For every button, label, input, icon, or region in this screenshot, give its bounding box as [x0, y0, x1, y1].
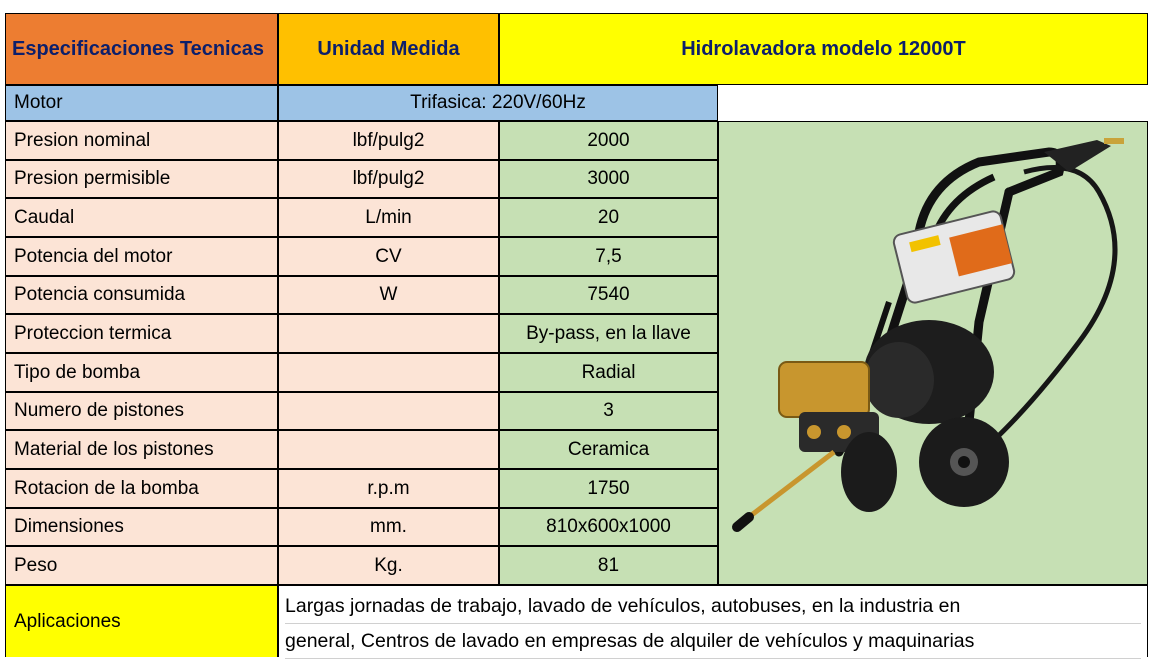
row-value-cell[interactable]: 20	[499, 198, 718, 237]
row-unit-cell-text: mm.	[370, 516, 407, 537]
row-unit-cell[interactable]: lbf/pulg2	[278, 160, 499, 198]
row-value-cell-text: 7540	[587, 284, 630, 305]
row-unit-cell-text: lbf/pulg2	[352, 129, 425, 151]
row-label-cell-text: Tipo de bomba	[14, 361, 141, 383]
row-unit-cell[interactable]	[278, 353, 499, 392]
row-value-cell-text: Ceramica	[567, 438, 650, 460]
row-value-cell-text: 81	[597, 554, 620, 576]
header-model-label: Hidrolavadora modelo 12000T	[681, 37, 966, 60]
row-unit-cell[interactable]	[278, 430, 499, 469]
row-value-cell[interactable]: Ceramica	[499, 430, 718, 469]
row-value-cell[interactable]: 3000	[499, 160, 718, 198]
row-label-cell[interactable]: Caudal	[5, 198, 278, 237]
row-label-cell-text: Potencia consumida	[14, 284, 186, 305]
row-value-cell-text: 1750	[587, 477, 630, 499]
row-value-cell-text: Radial	[581, 361, 636, 383]
row-value-cell[interactable]: 2000	[499, 121, 718, 160]
product-image-cell[interactable]	[718, 121, 1148, 585]
motor-value: Trifasica: 220V/60Hz	[410, 92, 586, 113]
header-spec-label: Especificaciones Tecnicas	[12, 38, 264, 60]
row-label-cell-text: Numero de pistones	[14, 400, 185, 421]
motor-value-cell[interactable]: Trifasica: 220V/60Hz	[278, 85, 718, 121]
applications-line-1: Largas jornadas de trabajo, lavado de ve…	[285, 589, 1141, 624]
row-value-cell-text: 810x600x1000	[546, 516, 671, 537]
row-label-cell[interactable]: Presion nominal	[5, 121, 278, 160]
row-value-cell[interactable]: 1750	[499, 469, 718, 508]
row-label-cell[interactable]: Potencia consumida	[5, 276, 278, 314]
row-value-cell-text: 3	[603, 400, 614, 421]
row-value-cell[interactable]: Radial	[499, 353, 718, 392]
row-label-cell[interactable]: Potencia del motor	[5, 237, 278, 276]
row-label-cell-text: Presion permisible	[14, 168, 171, 189]
header-unit-cell[interactable]: Unidad Medida	[278, 13, 499, 85]
row-label-cell[interactable]: Rotacion de la bomba	[5, 469, 278, 508]
row-value-cell-text: By-pass, en la llave	[526, 322, 691, 344]
header-unit-label: Unidad Medida	[317, 37, 460, 60]
row-unit-cell-text: Kg.	[374, 554, 403, 576]
row-label-cell-text: Presion nominal	[14, 129, 151, 151]
applications-label-cell[interactable]: Aplicaciones	[5, 585, 278, 657]
row-unit-cell[interactable]	[278, 392, 499, 430]
row-unit-cell-text: r.p.m	[367, 477, 410, 499]
row-label-cell-text: Dimensiones	[14, 516, 124, 537]
row-value-cell-text: 3000	[587, 168, 630, 189]
row-label-cell[interactable]: Dimensiones	[5, 508, 278, 546]
row-label-cell[interactable]: Material de los pistones	[5, 430, 278, 469]
applications-description[interactable]: Largas jornadas de trabajo, lavado de ve…	[278, 585, 1148, 659]
header-spec-cell[interactable]: Especificaciones Tecnicas	[5, 13, 278, 85]
row-unit-cell[interactable]: Kg.	[278, 546, 499, 585]
row-unit-cell[interactable]: r.p.m	[278, 469, 499, 508]
row-unit-cell-text: lbf/pulg2	[352, 168, 425, 189]
row-unit-cell[interactable]: L/min	[278, 198, 499, 237]
row-unit-cell-text: W	[379, 284, 398, 305]
row-label-cell-text: Caudal	[14, 206, 75, 228]
row-unit-cell[interactable]: lbf/pulg2	[278, 121, 499, 160]
row-value-cell[interactable]: By-pass, en la llave	[499, 314, 718, 353]
row-unit-cell[interactable]: CV	[278, 237, 499, 276]
row-value-cell-text: 2000	[587, 129, 630, 151]
motor-label: Motor	[14, 92, 63, 113]
row-unit-cell[interactable]	[278, 314, 499, 353]
header-model-cell[interactable]: Hidrolavadora modelo 12000T	[499, 13, 1148, 85]
row-label-cell-text: Rotacion de la bomba	[14, 477, 199, 499]
row-label-cell-text: Proteccion termica	[14, 322, 172, 344]
pressure-washer-icon	[732, 138, 1124, 532]
motor-label-cell[interactable]: Motor	[5, 85, 278, 121]
row-value-cell-text: 7,5	[595, 245, 622, 267]
row-label-cell-text: Peso	[14, 554, 58, 576]
applications-line-2: general, Centros de lavado en empresas d…	[285, 624, 1141, 659]
row-value-cell-text: 20	[597, 206, 620, 228]
row-unit-cell[interactable]: mm.	[278, 508, 499, 546]
row-label-cell[interactable]: Proteccion termica	[5, 314, 278, 353]
row-label-cell-text: Material de los pistones	[14, 438, 214, 460]
row-value-cell[interactable]: 81	[499, 546, 718, 585]
row-value-cell[interactable]: 7540	[499, 276, 718, 314]
row-value-cell[interactable]: 3	[499, 392, 718, 430]
row-unit-cell[interactable]: W	[278, 276, 499, 314]
row-unit-cell-text: L/min	[365, 206, 412, 228]
row-label-cell[interactable]: Numero de pistones	[5, 392, 278, 430]
applications-label: Aplicaciones	[14, 610, 121, 632]
row-value-cell[interactable]: 7,5	[499, 237, 718, 276]
row-label-cell[interactable]: Presion permisible	[5, 160, 278, 198]
row-label-cell-text: Potencia del motor	[14, 245, 173, 267]
row-label-cell[interactable]: Peso	[5, 546, 278, 585]
row-unit-cell-text: CV	[375, 245, 402, 267]
row-value-cell[interactable]: 810x600x1000	[499, 508, 718, 546]
row-label-cell[interactable]: Tipo de bomba	[5, 353, 278, 392]
